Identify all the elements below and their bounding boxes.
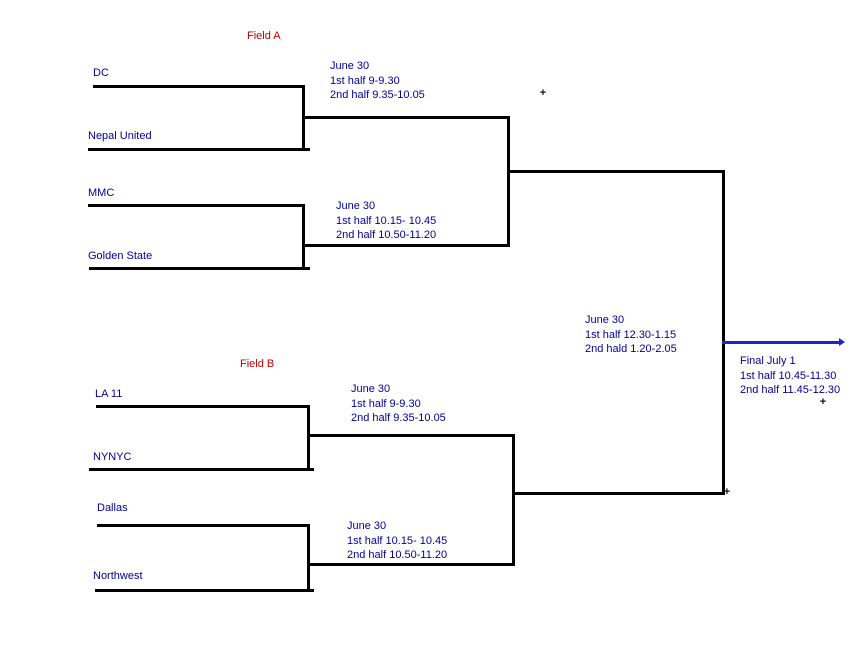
schedule-b-match1-half1: 1st half 9-9.30 [351,397,421,410]
bracket-winner-line-b-semifinal [512,492,725,495]
schedule-b-match1: June 30 1st half 9-9.30 2nd half 9.35-10… [351,382,446,426]
bracket-connector-a-match2 [302,204,305,270]
handle-plus-icon: + [819,396,827,408]
team-name-dallas: Dallas [97,502,128,514]
bracket-line-nynyc [89,468,314,471]
schedule-final-title: Final July 1 [740,355,796,367]
handle-plus-icon: + [723,486,731,498]
final-winner-line [722,341,840,344]
schedule-a-match2-date: June 30 [336,200,376,212]
bracket-connector-b-match1 [307,405,310,471]
team-name-nynyc: NYNYC [93,451,132,463]
schedule-b-match1-half2: 2nd half 9.35-10.05 [351,412,446,424]
final-winner-line-arrow-icon [839,338,845,346]
bracket-line-mmc [88,204,305,207]
schedule-final-half1: 1st half 10.45-11.30 [740,369,837,382]
bracket-winner-line-a-match2 [302,244,510,247]
schedule-b-match2-date: June 30 [347,520,387,532]
bracket-line-dallas [97,524,310,527]
bracket-winner-line-a-semifinal [507,170,725,173]
schedule-a-match1: June 30 1st half 9-9.30 2nd half 9.35-10… [330,59,425,103]
handle-plus-icon: + [539,87,547,99]
schedule-semifinal-date: June 30 [585,314,625,326]
schedule-a-match1-date: June 30 [330,60,370,72]
schedule-a-match1-half1: 1st half 9-9.30 [330,74,400,87]
team-name-mmc: MMC [88,187,115,199]
bracket-line-dc [93,85,305,88]
field-a-label: Field A [247,30,281,42]
schedule-final: Final July 1 1st half 10.45-11.30 2nd ha… [740,354,840,398]
schedule-a-match2-half1: 1st half 10.15- 10.45 [336,214,437,227]
schedule-a-match1-half2: 2nd half 9.35-10.05 [330,89,425,101]
schedule-semifinal-half2: 2nd hald 1.20-2.05 [585,343,677,355]
schedule-final-half2: 2nd half 11.45-12.30 [740,384,841,396]
bracket-line-golden-state [89,267,310,270]
schedule-semifinal: June 30 1st half 12.30-1.15 2nd hald 1.2… [585,313,677,357]
schedule-a-match2: June 30 1st half 10.15- 10.45 2nd half 1… [336,199,436,243]
bracket-connector-a-semifinal [507,116,510,247]
schedule-semifinal-half1: 1st half 12.30-1.15 [585,328,677,341]
bracket-winner-line-b-match1 [307,434,515,437]
field-b-label: Field B [240,358,275,370]
schedule-b-match2-half2: 2nd half 10.50-11.20 [347,549,448,561]
team-name-nepal-united: Nepal United [88,130,152,142]
bracket-connector-b-match2 [307,524,310,592]
schedule-b-match1-date: June 30 [351,383,391,395]
bracket-winner-line-b-match2 [307,563,515,566]
team-name-northwest: Northwest [93,570,143,582]
bracket-line-nepal-united [88,148,310,151]
bracket-winner-line-a-match1 [302,116,510,119]
schedule-a-match2-half2: 2nd half 10.50-11.20 [336,229,437,241]
bracket-connector-final [722,170,725,495]
bracket-line-la-11 [96,405,310,408]
bracket-line-northwest [95,589,314,592]
schedule-b-match2: June 30 1st half 10.15- 10.45 2nd half 1… [347,519,447,563]
schedule-b-match2-half1: 1st half 10.15- 10.45 [347,534,448,547]
bracket-connector-b-semifinal [512,434,515,566]
team-name-dc: DC [93,67,109,79]
team-name-la-11: LA 11 [95,388,123,400]
team-name-golden-state: Golden State [88,250,153,262]
